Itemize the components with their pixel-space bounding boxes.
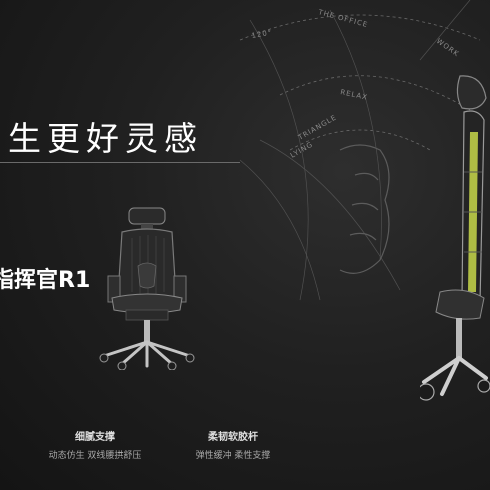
label-triangle: TRIANGLE (296, 113, 338, 142)
chair-side-view-image (420, 75, 490, 401)
label-angle: 120° (251, 28, 273, 40)
divider-line (0, 162, 240, 163)
arc-office (239, 14, 481, 41)
label-relax: RELAX (340, 88, 369, 102)
headline: 生更好灵感 (8, 119, 203, 158)
feature-title: 细腻支撑 (75, 432, 115, 443)
radial-line-5 (259, 139, 401, 291)
radial-line-3 (419, 0, 471, 61)
office-chair-image (99, 207, 195, 370)
feature-description: 弹性缓冲 柔性支撑 (195, 451, 271, 461)
vertebra-lines (349, 172, 379, 241)
label-work: WORK (435, 37, 461, 58)
radial-line-1 (249, 19, 309, 301)
arc-relax (279, 75, 471, 111)
feature-flexible-rod: 柔韧软胶杆 弹性缓冲 柔性支撑 (158, 428, 308, 461)
spine-outline (339, 144, 390, 274)
feature-detail-support: 细腻支撑 动态仿生 双线腰拱舒压 (20, 428, 170, 461)
product-name: 指挥官R1 (0, 268, 91, 293)
feature-description: 动态仿生 双线腰拱舒压 (48, 451, 142, 461)
label-lying: LYING (289, 140, 315, 159)
feature-title: 柔韧软胶杆 (208, 432, 258, 443)
radial-line-2 (329, 9, 382, 261)
label-office: THE OFFICE (317, 8, 369, 29)
radial-line-4 (239, 159, 321, 301)
arc-triangle (289, 129, 431, 151)
